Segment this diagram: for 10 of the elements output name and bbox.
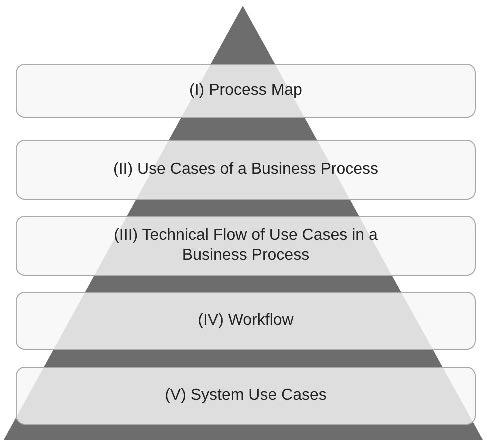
tier-label: (IV) Workflow [198, 311, 294, 331]
pyramid-tier [16, 64, 476, 118]
pyramid-tier [16, 292, 476, 350]
pyramid-tier [16, 216, 476, 276]
pyramid-tier [16, 140, 476, 200]
tier-label: (I) Process Map [190, 81, 302, 101]
pyramid-tier [16, 367, 476, 425]
tier-label: (II) Use Cases of a Business Process [114, 160, 378, 180]
tier-label: (III) Technical Flow of Use Cases in a Business Process [113, 226, 379, 266]
tier-label: (V) System Use Cases [165, 386, 327, 406]
